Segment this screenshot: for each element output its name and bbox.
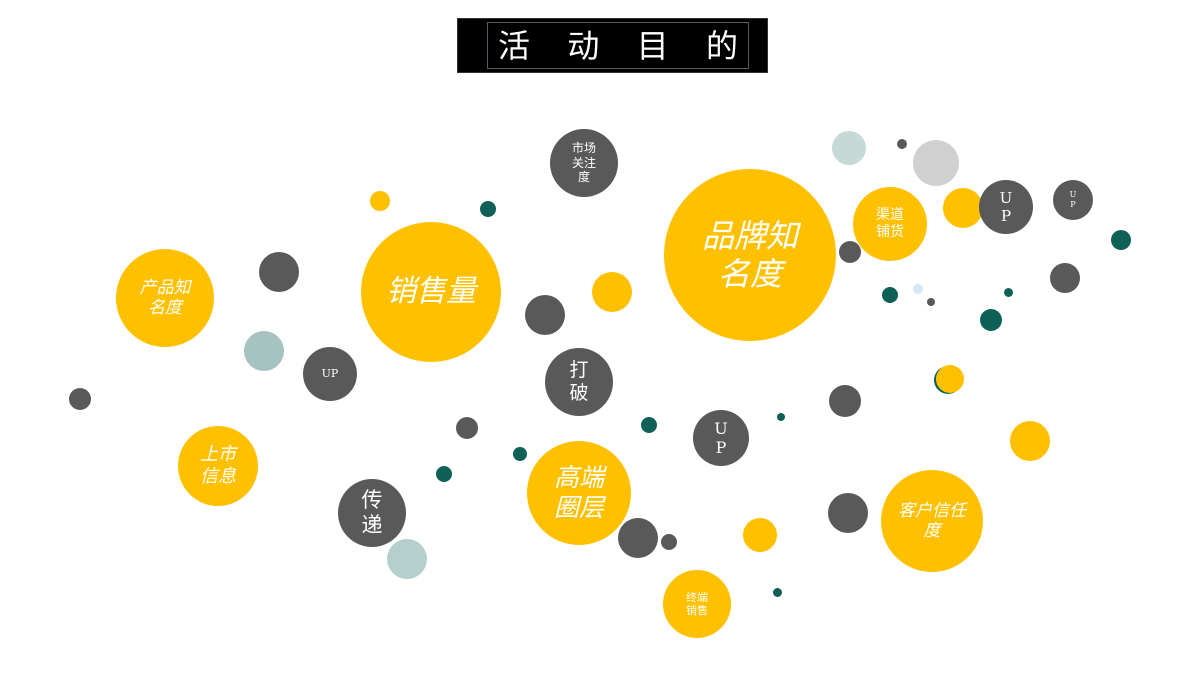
bubble-market-attention: 市场 关注 度 xyxy=(550,129,618,197)
bubble-label: 高端 圈层 xyxy=(553,463,604,522)
decorative-bubble xyxy=(897,139,907,149)
decorative-bubble xyxy=(480,201,496,217)
bubble-label: U P xyxy=(714,418,728,457)
decorative-bubble xyxy=(456,417,478,439)
bubble-label: 品牌知 名度 xyxy=(701,216,798,293)
decorative-bubble xyxy=(387,539,427,579)
bubble-label: 市场 关注 度 xyxy=(571,141,596,185)
decorative-bubble xyxy=(525,295,565,335)
bubble-brand-awareness: 品牌知 名度 xyxy=(664,169,836,341)
decorative-bubble xyxy=(936,365,964,393)
bubble-label: 上市 信息 xyxy=(200,444,236,487)
decorative-bubble xyxy=(1050,263,1080,293)
decorative-bubble xyxy=(832,131,866,165)
bubble-label: 渠道 铺货 xyxy=(876,207,904,240)
decorative-bubble xyxy=(829,385,861,417)
bubble-label: 客户信任 度 xyxy=(898,500,966,541)
decorative-bubble xyxy=(436,466,452,482)
bubble-high-end-circle: 高端 圈层 xyxy=(527,441,631,545)
decorative-bubble xyxy=(513,447,527,461)
decorative-bubble xyxy=(927,298,935,306)
bubble-up-3: U P xyxy=(979,180,1033,234)
title-banner: 活 动 目 的 xyxy=(457,18,768,73)
bubble-label: UP xyxy=(321,367,339,381)
decorative-bubble xyxy=(641,417,657,433)
decorative-bubble xyxy=(1010,421,1050,461)
decorative-bubble xyxy=(618,518,658,558)
bubble-channel-distribution: 渠道 铺货 xyxy=(853,187,927,261)
decorative-bubble xyxy=(839,241,861,263)
bubble-label: 打 破 xyxy=(569,359,589,404)
decorative-bubble xyxy=(69,388,91,410)
bubble-break-through: 打 破 xyxy=(545,348,613,416)
bubble-label: 销售量 xyxy=(386,274,476,309)
bubble-up-1: UP xyxy=(303,347,357,401)
decorative-bubble xyxy=(244,331,284,371)
title-char: 动 xyxy=(567,26,600,65)
decorative-bubble xyxy=(661,534,677,550)
decorative-bubble xyxy=(592,272,632,312)
decorative-bubble xyxy=(882,287,898,303)
decorative-bubble xyxy=(1111,230,1131,250)
decorative-bubble xyxy=(980,309,1002,331)
bubble-launch-info: 上市 信息 xyxy=(178,426,258,506)
bubble-transmit: 传 递 xyxy=(338,479,406,547)
title-char: 目 xyxy=(636,26,669,65)
decorative-bubble xyxy=(913,284,923,294)
title-char: 的 xyxy=(705,26,738,65)
bubble-label: 产品知 名度 xyxy=(139,277,191,318)
bubble-sales-volume: 销售量 xyxy=(361,222,501,362)
bubble-label: 传 递 xyxy=(361,487,383,537)
decorative-bubble xyxy=(370,191,390,211)
bubble-label: U P xyxy=(999,189,1013,225)
bubble-up-2: U P xyxy=(693,410,749,466)
bubble-label: U P xyxy=(1069,190,1077,209)
bubble-up-4: U P xyxy=(1053,180,1093,220)
decorative-bubble xyxy=(913,140,959,186)
title-char: 活 xyxy=(498,26,531,65)
bubble-product-awareness: 产品知 名度 xyxy=(116,249,214,347)
decorative-bubble xyxy=(1003,287,1013,297)
decorative-bubble xyxy=(772,587,782,597)
decorative-bubble xyxy=(943,188,983,228)
bubble-terminal-sales: 终端 销售 xyxy=(663,570,731,638)
bubble-label: 终端 销售 xyxy=(686,590,708,617)
decorative-bubble xyxy=(743,518,777,552)
decorative-bubble xyxy=(259,252,299,292)
title-frame: 活 动 目 的 xyxy=(487,22,749,69)
bubble-customer-trust: 客户信任 度 xyxy=(881,470,983,572)
decorative-bubble xyxy=(777,413,785,421)
decorative-bubble xyxy=(828,493,868,533)
